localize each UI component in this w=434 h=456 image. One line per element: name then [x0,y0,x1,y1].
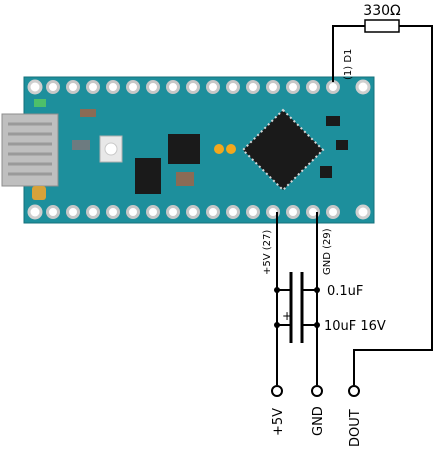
led-green-icon [34,99,46,107]
cap-polarity-label: + [282,309,292,323]
header-pin-icon [286,205,300,219]
mounting-hole-icon [27,79,43,95]
smd-part-icon [326,116,340,126]
resistor-value-label: 330Ω [363,3,401,19]
mounting-hole-icon [355,204,371,220]
regulator-icon [135,158,161,194]
header-pin-icon [226,205,240,219]
header-pins-top [46,80,340,94]
header-pin-icon [106,205,120,219]
wire-d1 [332,25,365,82]
header-pin-icon [106,80,120,94]
header-pin-icon [286,80,300,94]
header-pin-icon [246,80,260,94]
header-pin-icon [166,205,180,219]
header-pin-icon [206,205,220,219]
header-pin-icon [186,205,200,219]
header-pin-icon [306,205,320,219]
header-pin-icon [86,80,100,94]
header-pin-icon [126,205,140,219]
wires [276,25,433,385]
smd-part-icon [72,140,90,150]
pin-vcc-label: +5V (27) [262,230,273,275]
header-pin-icon [306,80,320,94]
junction-dot [274,322,280,328]
header-pin-icon [186,80,200,94]
usb-connector-icon [1,113,59,187]
header-pin-icon [326,205,340,219]
smd-part-icon [320,166,332,178]
smd-resistor-icon [80,109,96,117]
cap-10uf-label: 10uF 16V [324,319,386,334]
ftdi-chip-icon [168,134,200,164]
wire-dout [353,25,433,385]
atmega-chip-icon [241,108,325,192]
capacitor-10uf-icon [289,307,304,343]
junction-dot [314,322,320,328]
pin-gnd-label: GND (29) [322,228,333,275]
header-pin-icon [66,80,80,94]
pin-d1-label: (1) D1 [343,49,354,80]
terminal-vcc-icon [271,385,283,397]
header-pin-icon [66,205,80,219]
terminal-vcc-label: +5V [271,408,286,436]
header-pin-icon [266,80,280,94]
smd-part-icon [336,140,348,150]
header-pin-icon [46,205,60,219]
header-pin-icon [206,80,220,94]
header-pins-bottom [46,205,340,219]
mounting-hole-icon [355,79,371,95]
arduino-nano-board [1,76,375,224]
terminal-gnd-label: GND [311,406,326,436]
header-pin-icon [246,205,260,219]
terminal-dout-label: DOUT [348,409,363,447]
capacitor-0-1uf-icon [289,272,304,308]
smd-part-icon [176,172,194,186]
reset-button-cap-icon [104,142,118,156]
resistor-330-icon [364,19,400,33]
mounting-hole-icon [27,204,43,220]
terminal-gnd-icon [311,385,323,397]
header-pin-icon [226,80,240,94]
header-pin-icon [326,80,340,94]
header-pin-icon [166,80,180,94]
terminal-dout-icon [348,385,360,397]
header-pin-icon [46,80,60,94]
junction-dot [274,287,280,293]
header-pin-icon [146,205,160,219]
junction-dot [314,287,320,293]
crystal-icon [32,186,46,200]
header-pin-icon [86,205,100,219]
header-pin-icon [266,205,280,219]
cap-0-1uf-label: 0.1uF [327,284,363,299]
header-pin-icon [146,80,160,94]
header-pin-icon [126,80,140,94]
led-orange-icon [226,144,236,154]
led-orange-icon [214,144,224,154]
